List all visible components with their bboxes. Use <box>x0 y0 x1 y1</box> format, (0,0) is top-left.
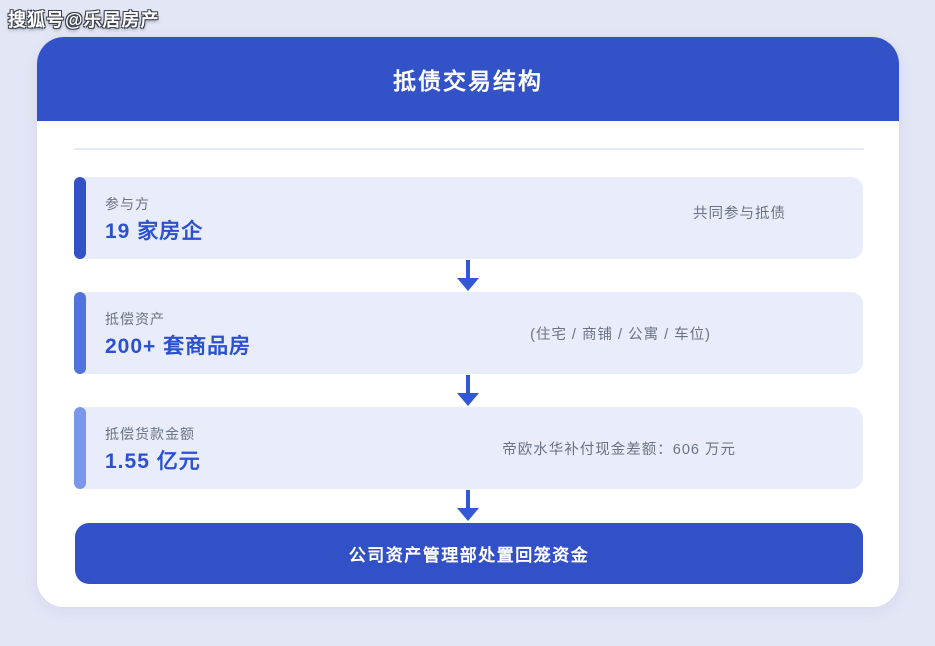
row-note: (住宅 / 商铺 / 公寓 / 车位) <box>530 326 711 343</box>
accent-bar <box>74 407 86 489</box>
accent-bar <box>74 177 86 259</box>
row-value: 19 家房企 <box>105 220 204 243</box>
row-label: 抵偿资产 <box>105 311 165 327</box>
result-label: 公司资产管理部处置回笼资金 <box>348 546 590 565</box>
row-note: 共同参与抵债 <box>693 206 786 222</box>
row-note: 帝欧水华补付现金差额：606 万元 <box>502 441 736 458</box>
down-arrow-icon <box>457 490 479 521</box>
result-bar: 公司资产管理部处置回笼资金 <box>75 523 863 584</box>
transaction-structure-card: 抵债交易结构 参与方 19 家房企 共同参与抵债 抵偿资产 200+ 套商品房 … <box>36 36 900 608</box>
card-header: 抵债交易结构 <box>37 37 899 121</box>
down-arrow-icon <box>457 260 479 291</box>
flow-row-assets: 抵偿资产 200+ 套商品房 (住宅 / 商铺 / 公寓 / 车位) <box>74 292 863 374</box>
down-arrow-icon <box>457 375 479 406</box>
accent-bar <box>74 292 86 374</box>
row-label: 抵偿货款金额 <box>105 426 195 442</box>
row-value: 200+ 套商品房 <box>105 335 252 358</box>
flow-row-participants: 参与方 19 家房企 共同参与抵债 <box>74 177 863 259</box>
card-title: 抵债交易结构 <box>393 68 543 94</box>
row-label: 参与方 <box>105 196 150 212</box>
watermark-sohu-account: 搜狐号@乐居房产 <box>8 10 160 30</box>
row-value: 1.55 亿元 <box>105 450 201 473</box>
header-separator-line <box>74 148 864 150</box>
flow-row-amount: 抵偿货款金额 1.55 亿元 帝欧水华补付现金差额：606 万元 <box>74 407 863 489</box>
